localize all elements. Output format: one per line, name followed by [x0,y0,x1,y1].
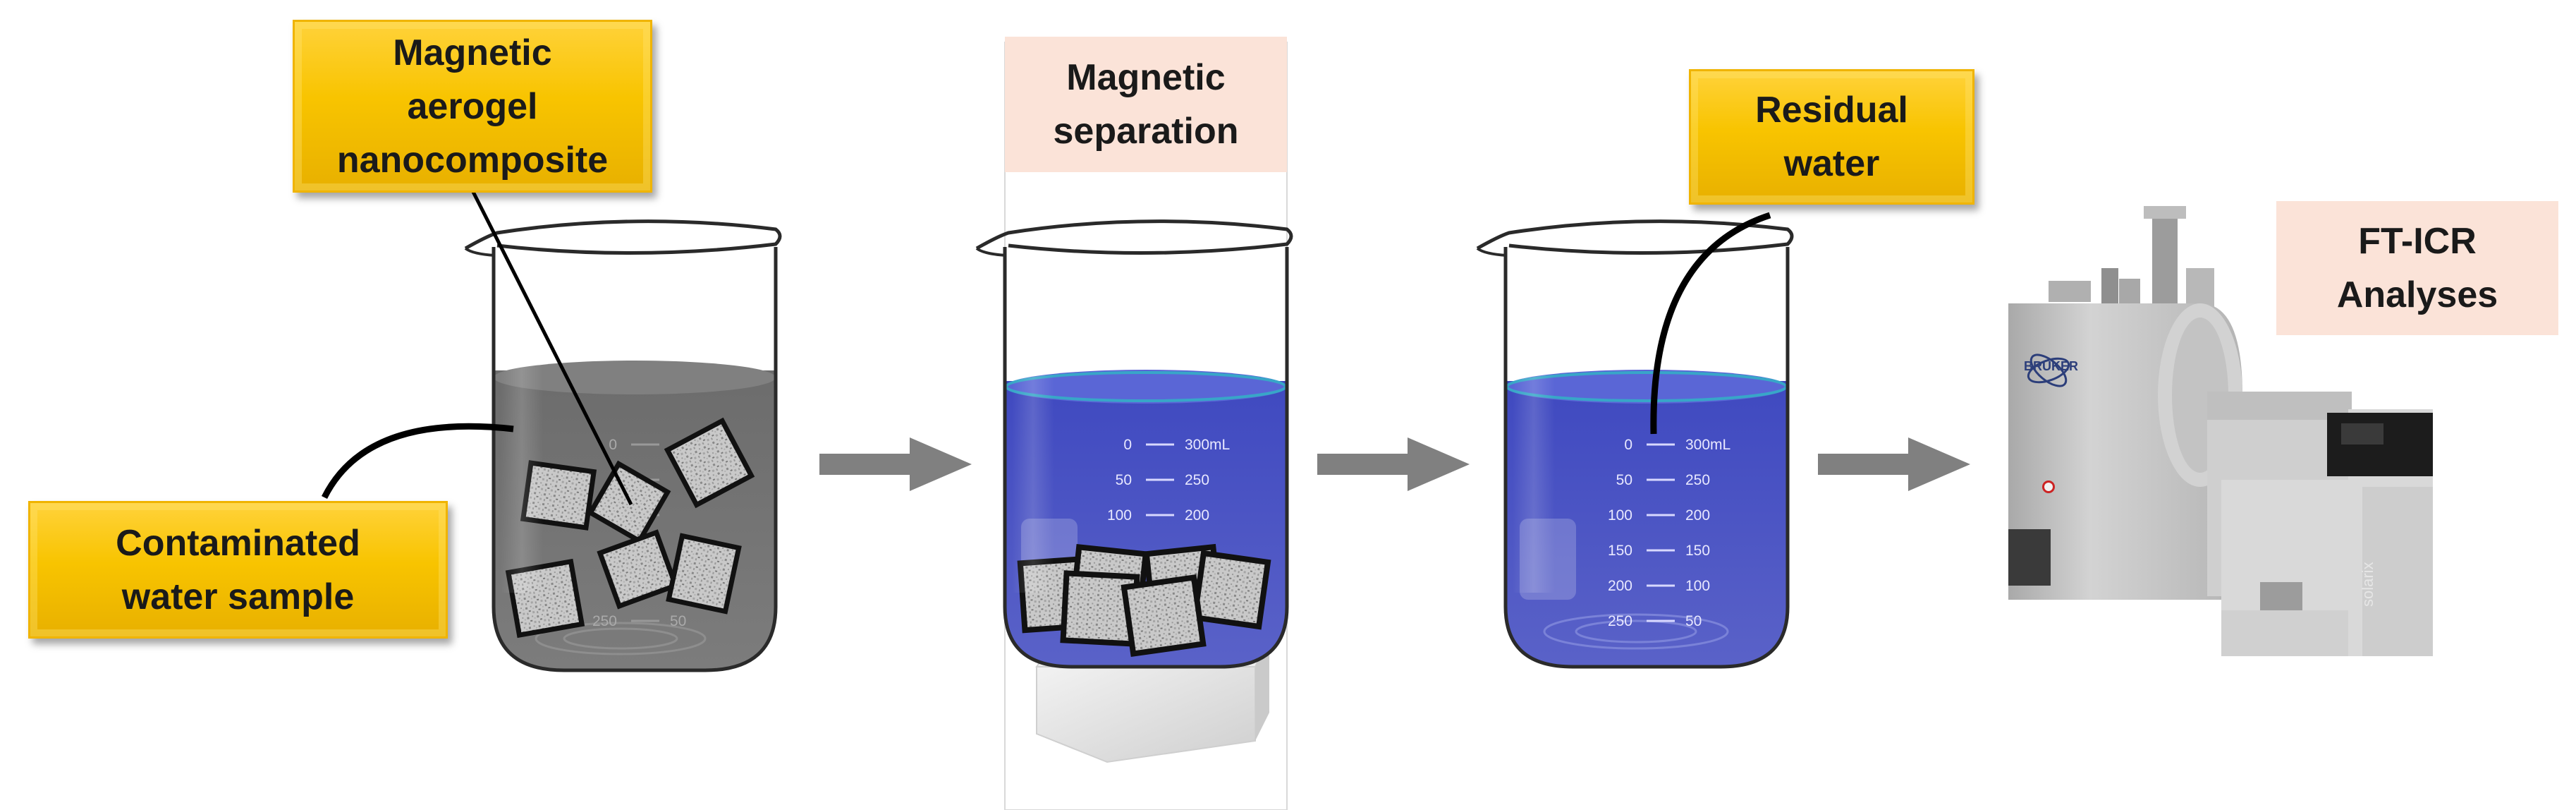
tick-label: 150 [1608,543,1632,559]
tick-label: 100 [1608,507,1632,524]
tick-label: 250 [1685,472,1710,488]
contaminated-label: Contaminated water sample [28,501,448,639]
separation-label-text: Magnetic separation [1053,57,1239,152]
aerogel-cube-icon [1017,543,1271,658]
tick-label: 0 [1123,437,1132,453]
tick-label: 100 [1107,507,1132,524]
tick-label: 50 [1616,472,1632,488]
tick-label: 250 [1608,613,1632,629]
ftic-label-text: FT-ICR Analyses [2336,221,2498,315]
beaker-icon: 0 50 100 150 200 250 300mL 250 200 150 1… [1476,219,1794,669]
brand-logo: BRUKER [2024,353,2078,387]
ft-icr-instrument-icon: BRUKER solarix [2008,206,2433,656]
contaminated-label-text: Contaminated water sample [116,522,360,617]
process-arrow-icon [1317,437,1470,491]
tick-label: 50 [1116,472,1132,488]
brand-text: BRUKER [2024,359,2078,373]
tick-label: 250 [592,613,617,629]
tick-label: 200 [1185,507,1209,524]
tick-label: 300mL [1685,437,1730,453]
process-arrow-icon [1818,437,1970,491]
tick-label: 100 [1685,578,1710,594]
tick-label: 0 [1624,437,1632,453]
aerogel-label: Magnetic aerogel nanocomposite [293,20,652,193]
tick-label: 50 [670,613,686,629]
tick-label: 250 [1185,472,1209,488]
leader-line [1650,212,1771,435]
aerogel-label-text: Magnetic aerogel nanocomposite [336,32,609,181]
side-text: solarix [2359,562,2376,607]
tick-label: 300mL [1185,437,1230,453]
separation-label: Magnetic separation [1005,37,1287,172]
tick-label: 0 [609,437,617,453]
tick-label: 200 [1685,507,1710,524]
leader-line [470,189,633,506]
tick-label: 200 [1608,578,1632,594]
residual-label-text: Residual water [1755,90,1908,184]
process-arrow-icon [819,437,972,491]
residual-label: Residual water [1689,69,1974,205]
beaker-icon: 0 50 100 300mL 250 200 [975,42,1293,810]
leader-line [321,423,514,500]
beaker-icon: 0 250 50 [464,219,782,672]
tick-label: 50 [1685,613,1702,629]
ftic-label: FT-ICR Analyses [2276,201,2558,335]
tick-label: 150 [1685,543,1710,559]
